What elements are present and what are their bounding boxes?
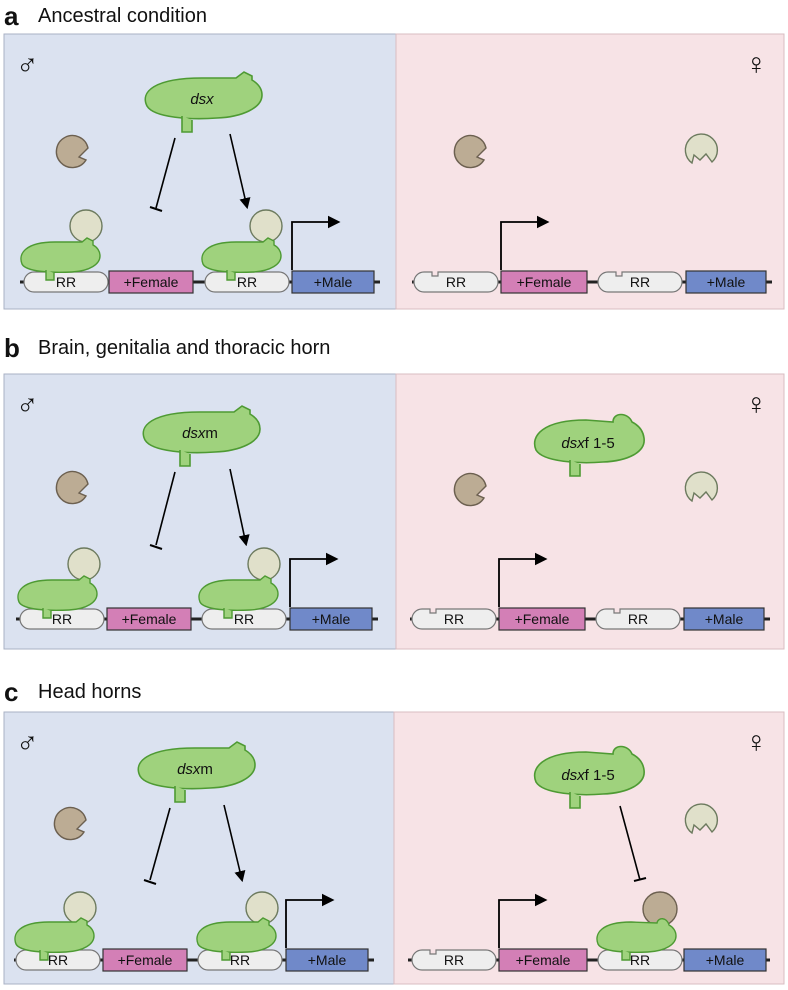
cofactor-dark xyxy=(453,134,487,169)
dsx-protein-label: dsxf 1-5 xyxy=(561,767,614,784)
rr-label: RR xyxy=(444,952,464,968)
male-gene xyxy=(289,607,373,631)
female-gene xyxy=(106,607,192,631)
activation-arrow xyxy=(229,133,251,210)
rr-label: RR xyxy=(237,274,257,290)
rr-label: RR xyxy=(56,274,76,290)
activation-arrow xyxy=(223,804,246,883)
male-gene-label: +Male xyxy=(308,952,347,968)
dsx-protein-label: dsx xyxy=(190,91,214,108)
rr-label: RR xyxy=(230,952,250,968)
male-gene xyxy=(685,270,767,294)
male-gene-label: +Male xyxy=(705,611,744,627)
panel-c: ♂ ♀ dsxm dsxf 1-5 RR +Female RR +Male RR… xyxy=(3,711,785,985)
female-gene xyxy=(498,607,586,631)
rr-label: RR xyxy=(234,611,254,627)
repression-bar xyxy=(149,544,163,550)
cofactor-light xyxy=(684,471,719,502)
rr-label: RR xyxy=(628,611,648,627)
male-symbol: ♂ xyxy=(16,48,39,81)
rr-label: RR xyxy=(48,952,68,968)
rr-label: RR xyxy=(52,611,72,627)
female-gene-label: +Female xyxy=(517,274,572,290)
rr-label: RR xyxy=(444,611,464,627)
rr-label: RR xyxy=(630,952,650,968)
activation-arrow xyxy=(229,468,250,547)
cofactor-dark xyxy=(53,806,87,841)
panel-a: ♂ ♀ dsx RR +Female RR +Male RR +Female R… xyxy=(3,33,785,310)
cofactor-dark xyxy=(55,470,89,505)
female-gene xyxy=(498,948,588,972)
cofactor-dark xyxy=(453,472,487,507)
repression-line xyxy=(149,807,171,881)
female-gene xyxy=(102,948,188,972)
panel-title: Ancestral condition xyxy=(38,4,207,27)
male-gene xyxy=(285,948,369,972)
female-gene-label: +Female xyxy=(122,611,177,627)
cofactor-light-bound xyxy=(249,209,283,243)
panel-title: Head horns xyxy=(38,680,142,703)
repression-bar xyxy=(149,206,163,212)
rr-label: RR xyxy=(630,274,650,290)
female-gene-label: +Female xyxy=(124,274,179,290)
cofactor-light-bound xyxy=(247,547,281,581)
male-gene xyxy=(291,270,375,294)
female-symbol: ♀ xyxy=(745,48,768,81)
panel-b: ♂ ♀ dsxm dsxf 1-5 RR +Female RR +Male RR… xyxy=(3,373,785,650)
cofactor-light xyxy=(684,133,719,164)
male-gene-label: +Male xyxy=(314,274,353,290)
dsx-protein-label: dsxm xyxy=(177,761,213,778)
female-gene xyxy=(500,270,588,294)
panel-letter: b xyxy=(4,332,20,363)
repression-line xyxy=(619,805,641,881)
dsx-protein-label: dsxf 1-5 xyxy=(561,435,614,452)
female-gene-label: +Female xyxy=(515,611,570,627)
male-gene-label: +Male xyxy=(707,274,746,290)
female-background xyxy=(395,33,785,310)
dsx-protein-label: dsxm xyxy=(182,425,218,442)
panel-b-header: b Brain, genitalia and thoracic horn xyxy=(4,332,330,364)
cofactor-light xyxy=(684,803,719,834)
male-gene xyxy=(683,948,767,972)
repression-line xyxy=(155,137,176,209)
female-gene-label: +Female xyxy=(516,952,571,968)
male-gene-label: +Male xyxy=(706,952,745,968)
cofactor-light-bound xyxy=(69,209,103,243)
female-gene-label: +Female xyxy=(118,952,173,968)
repression-line xyxy=(155,471,176,546)
male-symbol: ♂ xyxy=(16,388,39,421)
panel-c-header: c Head horns xyxy=(4,676,141,708)
male-symbol: ♂ xyxy=(16,726,39,759)
rr-label: RR xyxy=(446,274,466,290)
panel-letter: c xyxy=(4,676,19,707)
female-gene xyxy=(108,270,194,294)
repression-bar xyxy=(143,879,157,885)
cofactor-light-bound xyxy=(67,547,101,581)
female-symbol: ♀ xyxy=(745,388,768,421)
cofactor-dark xyxy=(55,134,89,169)
male-gene xyxy=(683,607,765,631)
male-gene-label: +Male xyxy=(312,611,351,627)
panel-title: Brain, genitalia and thoracic horn xyxy=(38,336,331,359)
panel-letter: a xyxy=(4,0,19,31)
repression-bar xyxy=(633,877,647,882)
panel-a-header: a Ancestral condition xyxy=(4,0,207,32)
female-symbol: ♀ xyxy=(745,726,768,759)
